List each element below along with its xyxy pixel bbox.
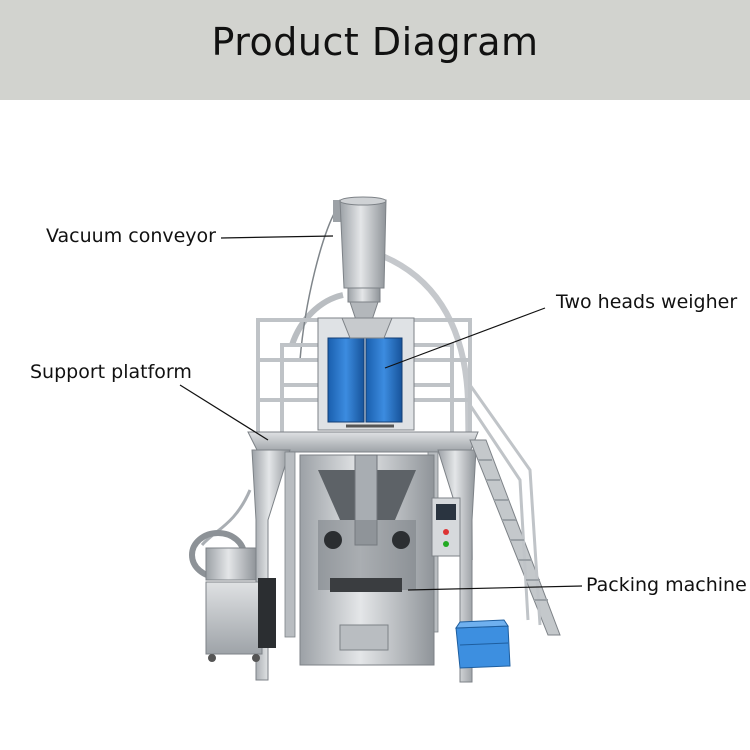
collection-crate: [455, 619, 511, 669]
label-two-heads-weigher: Two heads weigher: [556, 291, 738, 313]
feeder-box: [205, 581, 263, 655]
two-heads-weigher: [317, 317, 415, 431]
weigher-hopper-right: [365, 337, 403, 423]
feed-pipe: [378, 252, 473, 561]
platform-stairs: [468, 384, 561, 636]
leader-vacuum-conveyor: [220, 235, 334, 239]
leader-two-heads-weigher: [384, 307, 546, 369]
packing-machine: [299, 454, 461, 666]
feeder-cabinet: [189, 489, 276, 662]
label-vacuum-conveyor: Vacuum conveyor: [46, 225, 216, 247]
conveyor-hose: [289, 292, 344, 346]
leader-packing-machine: [407, 585, 583, 591]
platform-deck: [247, 431, 479, 453]
conveyor-tube: [339, 199, 387, 289]
page-title: Product Diagram: [211, 20, 539, 64]
weigher-hopper-left: [327, 337, 365, 423]
label-packing-machine: Packing machine: [586, 574, 747, 596]
leader-lines: [179, 235, 583, 591]
control-screen: [436, 504, 456, 520]
label-support-platform: Support platform: [30, 361, 192, 383]
vacuum-conveyor: [289, 196, 473, 561]
leader-support-platform: [179, 384, 269, 441]
title-banner: Product Diagram: [0, 0, 750, 100]
